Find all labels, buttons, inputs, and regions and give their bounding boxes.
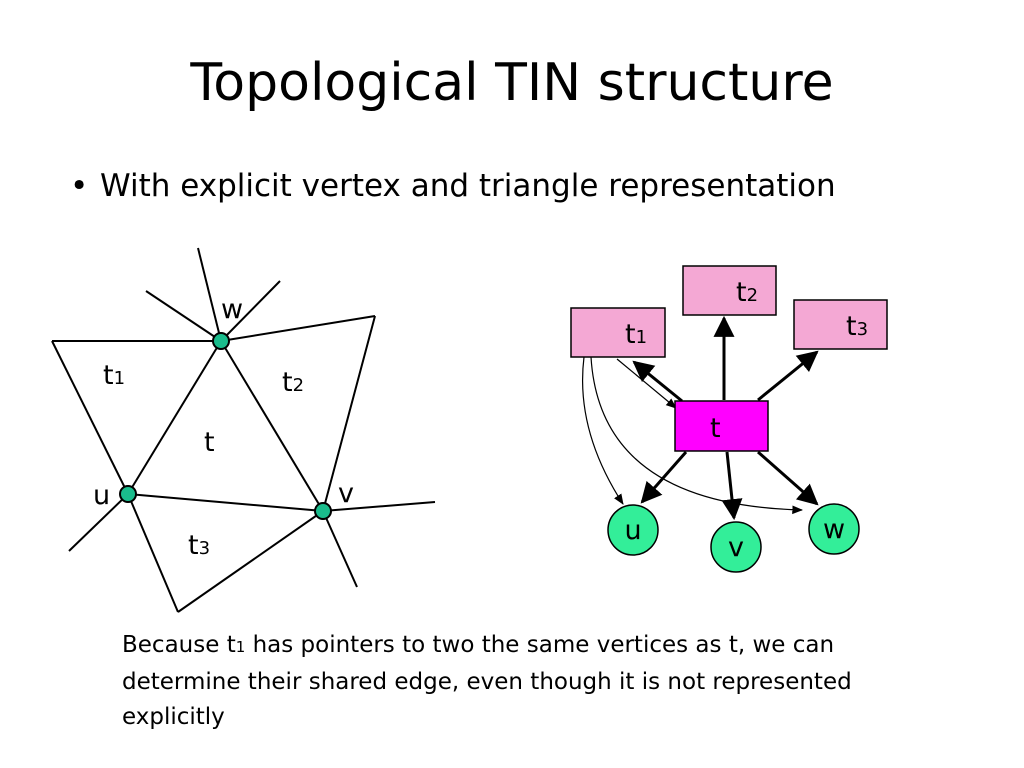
box-label-t2: t2 [736,277,758,308]
mesh-edge [322,315,376,512]
mesh-edge [220,315,376,342]
box-t2 [682,265,777,316]
box-t1 [570,307,666,358]
mesh-edge [197,247,222,342]
slide-title: Topological TIN structure [190,53,834,113]
node-w [808,503,860,555]
mesh-edge [127,340,222,495]
caption-sub: 1 [235,638,246,656]
mesh-edge [127,493,179,613]
pointer-t1-to-u [581,356,624,505]
pointer-t-to-v [721,451,743,521]
box-label-t: t [710,413,721,444]
mesh-edge [51,340,129,495]
caption-pre: Because t [122,632,236,658]
tin-mesh [51,247,436,613]
triangle-label-t3: t3 [188,530,210,561]
vertex-label-v: v [338,478,354,509]
pointer-t-to-w [757,450,819,506]
mesh-edge [322,501,436,512]
pointer-t-to-t1 [632,360,683,403]
mesh-edge [177,510,324,613]
vertex-label-w: w [221,294,243,325]
mesh-edge [127,493,324,512]
mesh-vertices [119,332,332,520]
caption-post: has pointers to two the same vertices as… [122,632,852,730]
box-t [674,400,769,452]
box-label-t1: t1 [625,319,647,350]
node-label-v: v [728,532,744,563]
vertex-w [212,332,230,350]
mesh-edge [145,290,222,342]
caption: Because t1 has pointers to two the same … [122,628,942,735]
bullet-dot-icon: • [70,168,89,204]
pointer-t1-to-t [616,358,677,409]
pointer-t1-to-w [590,356,804,515]
box-label-t3: t3 [846,311,868,342]
mesh-edge [220,340,324,512]
mesh-edge [220,280,281,342]
pointer-structure: t1 t2 t3 t u v w [570,265,888,573]
node-v [710,521,762,573]
mesh-labels: w u v t1 t2 t t3 [93,294,354,561]
node-label-u: u [624,515,641,546]
pointer-t-to-t3 [757,350,819,402]
node-label-w: w [823,514,845,545]
mesh-edge [68,493,129,552]
bullet-item: • With explicit vertex and triangle repre… [70,168,836,204]
vertex-label-u: u [93,480,110,511]
triangle-label-t: t [204,427,215,458]
node-u [607,504,659,556]
mesh-edge [322,510,358,588]
triangle-label-t2: t2 [282,367,304,398]
bullet-text: With explicit vertex and triangle repres… [100,168,836,204]
box-t3 [793,299,888,350]
pointer-t-to-u [640,451,688,504]
triangle-label-t1: t1 [103,360,125,391]
vertex-u [119,485,137,503]
vertex-v [314,502,332,520]
